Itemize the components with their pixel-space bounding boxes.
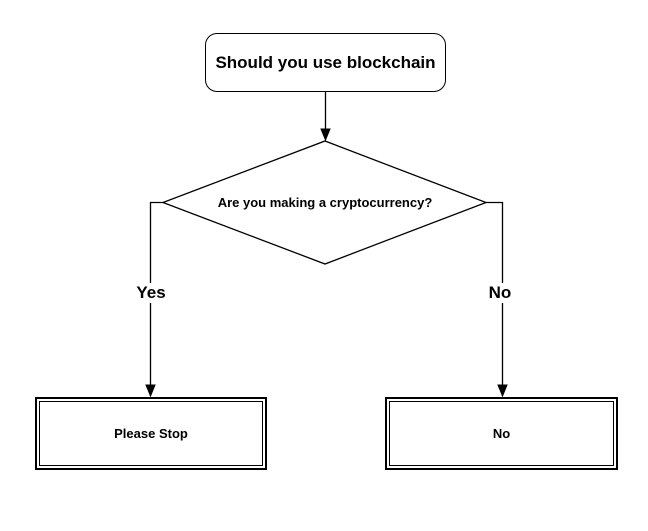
terminal-node-please-stop-inner: Please Stop (39, 401, 263, 466)
edge-label-no: No (480, 283, 520, 303)
terminal-node-please-stop-label: Please Stop (114, 426, 188, 441)
arrowhead-yes-branch (145, 384, 156, 398)
terminal-node-no-label: No (492, 426, 511, 441)
start-node: Should you use blockchain (205, 33, 446, 92)
connector-yes-branch (149, 201, 164, 385)
terminal-node-please-stop: Please Stop (35, 397, 267, 470)
terminal-node-no-inner: No (389, 401, 614, 466)
decision-diamond-shape (161, 140, 488, 265)
edge-label-yes: Yes (131, 283, 171, 303)
arrowhead-start-to-decision (320, 128, 331, 142)
terminal-node-no: No (385, 397, 618, 470)
connector-no-branch (485, 201, 504, 385)
arrowhead-no-branch (497, 384, 508, 398)
start-node-label: Should you use blockchain (215, 52, 436, 72)
